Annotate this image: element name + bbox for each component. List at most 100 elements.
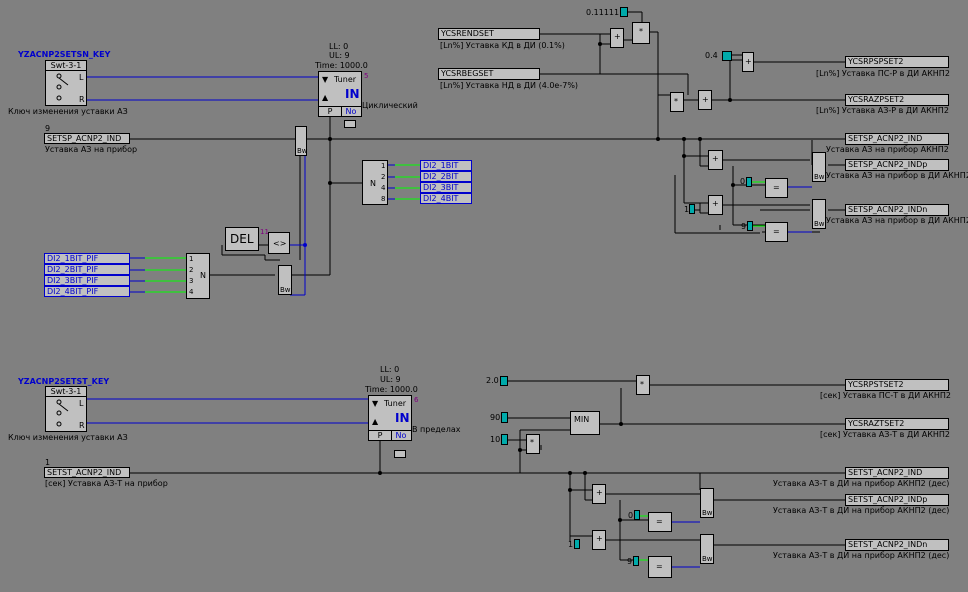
top-eq-label-1: = bbox=[773, 183, 780, 192]
top-out-tag-2[interactable]: YCSRAZPSET2 bbox=[845, 94, 949, 106]
bottom-plus-label-2: + bbox=[596, 534, 603, 543]
top-switch-pin-r: R bbox=[79, 95, 85, 104]
bottom-switch-type: Swt-3-1 bbox=[46, 387, 86, 397]
bottom-out-tag-2[interactable]: YCSRAZTSET2 bbox=[845, 418, 949, 430]
top-const-04: 0.4 bbox=[705, 51, 718, 60]
top-bit-pin-4: 4 bbox=[381, 184, 386, 192]
top-bw-label-1: Bw bbox=[297, 147, 308, 155]
top-plus-block-2: + bbox=[698, 90, 712, 110]
bottom-min-block: MIN bbox=[570, 411, 600, 435]
top-pif-pin-3: 3 bbox=[189, 277, 194, 285]
top-mult-block-1: * bbox=[632, 22, 650, 44]
bottom-out-tag-1[interactable]: YCSRPSTSET2 bbox=[845, 379, 949, 391]
bottom-out-caption-3: Уставка АЗ-Т в ДИ на прибор АКНП2 (дес) bbox=[773, 479, 950, 488]
top-tuner-no: No bbox=[341, 106, 361, 117]
top-eq-block-2: = bbox=[765, 222, 788, 242]
top-out-tag-3[interactable]: SETSP_ACNP2_IND bbox=[845, 133, 949, 145]
bottom-out-caption-1: [сек] Уставка ПС-Т в ДИ АКНП2 bbox=[820, 391, 951, 400]
top-switch-type: Swt-3-1 bbox=[46, 61, 86, 71]
top-bw-label-4: Bw bbox=[814, 220, 825, 228]
bottom-tuner-num: 6 bbox=[414, 396, 419, 404]
top-n-block-inputs: 1 2 3 4 N bbox=[186, 253, 210, 299]
top-rend-caption: [Ln%] Уставка КД в ДИ (0.1%) bbox=[440, 41, 565, 50]
bottom-mult-label-1: * bbox=[640, 380, 644, 389]
bottom-key-switch[interactable]: Swt-3-1 L R bbox=[45, 386, 87, 432]
top-const-0-marker bbox=[746, 177, 752, 187]
top-del-num: 11 bbox=[260, 228, 269, 236]
bottom-out-caption-2: [сек] Уставка АЗ-Т в ДИ АКНП2 bbox=[820, 430, 950, 439]
top-pif-input-1[interactable]: DI2_1BIT_PIF bbox=[44, 253, 130, 264]
bottom-eq-block-1: = bbox=[648, 512, 672, 532]
top-out-tag-5[interactable]: SETSP_ACNP2_INDn bbox=[845, 204, 949, 216]
top-bit-output-2[interactable]: DI2_2BIT bbox=[420, 171, 472, 182]
top-pif-input-4[interactable]: DI2_4BIT_PIF bbox=[44, 286, 130, 297]
top-bw-switch-1: Bw bbox=[295, 126, 308, 156]
bottom-tuner-block[interactable]: ▼ Tuner ▲ IN P No bbox=[368, 395, 412, 441]
tuner-up-icon: ▲ bbox=[372, 417, 379, 426]
top-out-caption-5: Уставка АЗ на прибор в ДИ АКНП2 bbox=[826, 216, 968, 225]
bottom-tuner-mode: В пределах bbox=[412, 425, 461, 434]
top-pif-pin-2: 2 bbox=[189, 266, 194, 274]
top-n-label-2: N bbox=[200, 271, 206, 280]
top-in-tag[interactable]: SETSP_ACNP2_IND bbox=[44, 133, 130, 144]
top-plus-block-5: + bbox=[708, 195, 723, 215]
top-bit-pin-1: 1 bbox=[381, 162, 386, 170]
bottom-bw-label-1: Bw bbox=[702, 509, 713, 517]
bottom-const-90: 90 bbox=[490, 413, 501, 422]
bottom-out-caption-5: Уставка АЗ-Т в ДИ на прибор АКНП2 (дес) bbox=[773, 551, 950, 560]
top-rend-tag[interactable]: YCSRENDSET bbox=[438, 28, 540, 40]
top-const-11111-marker bbox=[620, 7, 628, 17]
bottom-out-tag-5[interactable]: SETST_ACNP2_INDn bbox=[845, 539, 949, 551]
bottom-mult-block-2: * bbox=[526, 434, 540, 454]
top-bw-label-2: Bw bbox=[280, 286, 291, 294]
top-switch-pin-l: L bbox=[79, 73, 84, 82]
top-in-caption: Уставка АЗ на прибор bbox=[45, 145, 138, 154]
top-bit-output-4[interactable]: DI2_4BIT bbox=[420, 193, 472, 204]
top-out-tag-4[interactable]: SETSP_ACNP2_INDp bbox=[845, 159, 949, 171]
top-plus-label-5: + bbox=[712, 199, 719, 208]
top-beg-caption: [Ln%] Уставка НД в ДИ (4.0e-7%) bbox=[440, 81, 579, 90]
top-const-9: 9 bbox=[741, 222, 747, 231]
bottom-out-caption-4: Уставка АЗ-Т в ДИ на прибор АКНП2 (дес) bbox=[773, 506, 950, 515]
bottom-const-10: 10 bbox=[490, 435, 501, 444]
top-n-label: N bbox=[370, 179, 376, 188]
top-out-caption-4: Уставка АЗ на прибор в ДИ АКНП2 bbox=[826, 171, 968, 180]
bottom-const-20: 2.0 bbox=[486, 376, 499, 385]
top-beg-tag[interactable]: YCSRBEGSET bbox=[438, 68, 540, 80]
top-bit-pin-2: 2 bbox=[381, 173, 386, 181]
bottom-tuner-ll: LL: 0 bbox=[380, 365, 400, 374]
bottom-tuner-in: IN bbox=[395, 411, 410, 425]
top-bit-output-3[interactable]: DI2_3BIT bbox=[420, 182, 472, 193]
top-out-tag-1[interactable]: YCSRPSPSET2 bbox=[845, 56, 949, 68]
bottom-mult-label-2: * bbox=[530, 438, 534, 447]
top-pif-input-2[interactable]: DI2_2BIT_PIF bbox=[44, 264, 130, 275]
top-plus-block-1: + bbox=[610, 28, 624, 48]
top-bit-output-1[interactable]: DI2_1BIT bbox=[420, 160, 472, 171]
bottom-in-tag[interactable]: SETST_ACNP2_IND bbox=[44, 467, 130, 478]
top-pif-input-3[interactable]: DI2_3BIT_PIF bbox=[44, 275, 130, 286]
bottom-key-tag: YZACNP2SETST_KEY bbox=[18, 377, 110, 386]
top-out-caption-2: [Ln%] Уставка АЗ-Р в ДИ АКНП2 bbox=[816, 106, 949, 115]
top-bw-switch-2: Bw bbox=[278, 265, 292, 295]
top-tuner-mode: Циклический bbox=[362, 101, 418, 110]
bottom-const-9-marker bbox=[633, 556, 639, 566]
top-in-value: 9 bbox=[45, 124, 51, 133]
top-key-switch[interactable]: Swt-3-1 L R bbox=[45, 60, 87, 106]
top-tuner-ll: LL: 0 bbox=[329, 42, 349, 51]
top-const-11111: 0.11111 bbox=[586, 8, 620, 17]
top-n-block-outputs: N 1 2 4 8 bbox=[362, 160, 388, 205]
top-tuner-title: Tuner bbox=[334, 75, 357, 84]
top-tuner-block[interactable]: ▼ Tuner ▲ IN P No bbox=[318, 71, 362, 117]
bottom-bw-switch-2: Bw bbox=[700, 534, 714, 564]
top-mult-label-1: * bbox=[639, 27, 643, 36]
bottom-const-1-marker bbox=[574, 539, 580, 549]
top-plus-label-1: + bbox=[614, 32, 621, 41]
top-bit-pin-8: 8 bbox=[381, 195, 386, 203]
top-tuner-p: P bbox=[319, 106, 342, 117]
bottom-const-20-marker bbox=[500, 376, 508, 386]
bottom-out-tag-3[interactable]: SETST_ACNP2_IND bbox=[845, 467, 949, 479]
bottom-eq-block-2: = bbox=[648, 556, 672, 578]
bottom-tuner-no: No bbox=[391, 430, 411, 441]
top-const-1: 1 bbox=[684, 205, 690, 214]
bottom-out-tag-4[interactable]: SETST_ACNP2_INDp bbox=[845, 494, 949, 506]
